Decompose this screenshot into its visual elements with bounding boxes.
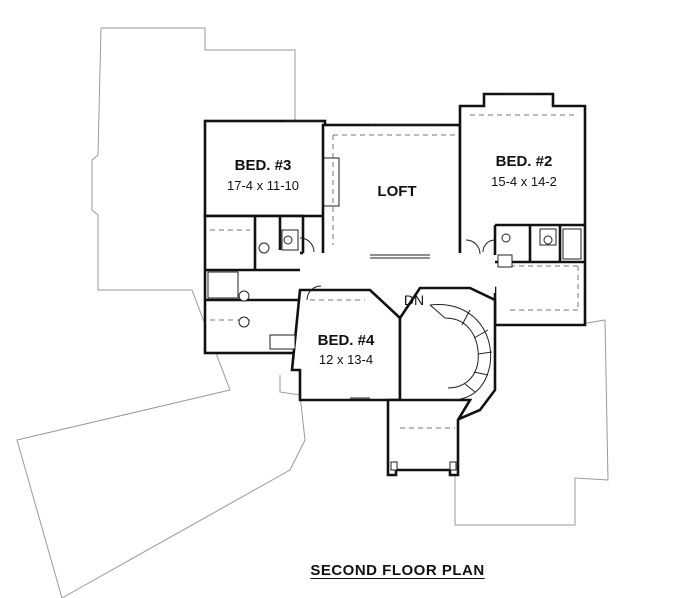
room-label-bed2: BED. #2 15-4 x 14-2 xyxy=(491,153,557,189)
bed3-size: 17-4 x 11-10 xyxy=(227,178,299,193)
interior-details xyxy=(205,93,585,471)
loft-name: LOFT xyxy=(377,183,416,200)
room-label-loft: LOFT xyxy=(377,183,416,200)
bed2-size: 15-4 x 14-2 xyxy=(491,174,557,189)
bed4-name: BED. #4 xyxy=(318,332,375,349)
bed2-name: BED. #2 xyxy=(496,153,553,170)
stair-down-label: DN xyxy=(404,292,424,308)
exterior-walls xyxy=(203,92,587,477)
bed4-size: 12 x 13-4 xyxy=(319,352,373,367)
bed3-name: BED. #3 xyxy=(235,157,292,174)
room-label-bed4: BED. #4 12 x 13-4 xyxy=(318,332,375,367)
roof-outline xyxy=(16,27,609,598)
plan-title: SECOND FLOOR PLAN xyxy=(310,562,485,579)
plan-title-wrapper: SECOND FLOOR PLAN xyxy=(0,562,675,580)
room-label-bed3: BED. #3 17-4 x 11-10 xyxy=(227,157,299,193)
